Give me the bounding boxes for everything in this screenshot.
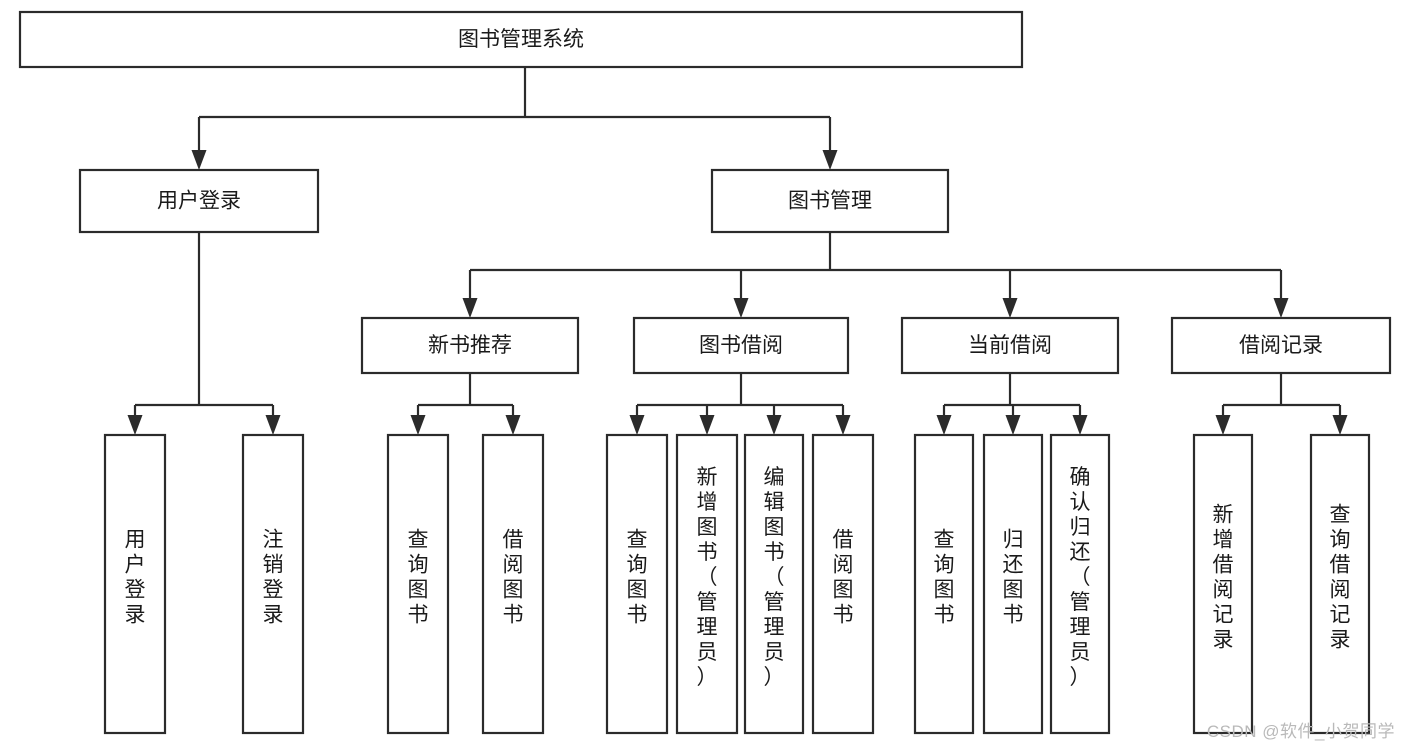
leaf-leaf-user-login[interactable]: 用户登录: [103, 433, 167, 735]
node-label: 新增借阅记录: [1213, 504, 1234, 652]
root-root[interactable]: 图书管理系统: [18, 10, 1024, 69]
node-box[interactable]: [1192, 433, 1254, 735]
leaf-leaf-confirm-return[interactable]: 确认归还（管理员）: [1049, 433, 1111, 735]
leaf-leaf-query-book-2[interactable]: 查询图书: [605, 433, 669, 735]
node-label: 查询借阅记录: [1330, 504, 1351, 652]
node-label: 借阅图书: [503, 529, 524, 627]
arrow-down-icon: [462, 298, 478, 318]
leaf-leaf-return-book[interactable]: 归还图书: [982, 433, 1044, 735]
node-layer: 图书管理系统用户登录图书管理新书推荐图书借阅当前借阅借阅记录用户登录注销登录查询…: [18, 10, 1392, 735]
node-label: 借阅记录: [1239, 334, 1323, 357]
node-box[interactable]: [481, 433, 545, 735]
arrow-down-icon: [265, 415, 281, 435]
level1-book-manage[interactable]: 图书管理: [710, 168, 950, 234]
leaf-leaf-borrow-book-2[interactable]: 借阅图书: [811, 433, 875, 735]
arrow-down-icon: [410, 415, 426, 435]
arrow-down-icon: [733, 298, 749, 318]
arrow-down-icon: [629, 415, 645, 435]
node-label: 新增图书（管理员）: [697, 466, 718, 689]
node-label: 查询图书: [934, 529, 955, 627]
node-label: 确认归还（管理员）: [1070, 466, 1091, 689]
arrow-down-icon: [1332, 415, 1348, 435]
node-label: 图书管理: [788, 190, 872, 213]
leaf-leaf-logout[interactable]: 注销登录: [241, 433, 305, 735]
connector-layer: [127, 67, 1348, 435]
level2-current-borrow[interactable]: 当前借阅: [900, 316, 1120, 375]
node-label: 当前借阅: [968, 334, 1052, 357]
node-box[interactable]: [1309, 433, 1371, 735]
node-box[interactable]: [743, 433, 805, 735]
node-label: 用户登录: [125, 529, 146, 627]
arrow-down-icon: [936, 415, 952, 435]
node-box[interactable]: [982, 433, 1044, 735]
node-box[interactable]: [18, 10, 1024, 69]
arrow-down-icon: [505, 415, 521, 435]
leaf-leaf-add-record[interactable]: 新增借阅记录: [1192, 433, 1254, 735]
arrow-down-icon: [1002, 298, 1018, 318]
arrow-down-icon: [191, 150, 207, 170]
node-box[interactable]: [103, 433, 167, 735]
node-label: 归还图书: [1003, 529, 1024, 627]
level2-new-book-rec[interactable]: 新书推荐: [360, 316, 580, 375]
node-label: 注销登录: [263, 529, 284, 627]
node-box[interactable]: [675, 433, 739, 735]
node-box[interactable]: [360, 316, 580, 375]
arrow-down-icon: [766, 415, 782, 435]
node-box[interactable]: [811, 433, 875, 735]
leaf-leaf-add-book[interactable]: 新增图书（管理员）: [675, 433, 739, 735]
level2-borrow-record[interactable]: 借阅记录: [1170, 316, 1392, 375]
node-box[interactable]: [605, 433, 669, 735]
arrow-down-icon: [127, 415, 143, 435]
node-box[interactable]: [1049, 433, 1111, 735]
node-label: 查询图书: [627, 529, 648, 627]
arrow-down-icon: [699, 415, 715, 435]
node-label: 查询图书: [408, 529, 429, 627]
arrow-down-icon: [1215, 415, 1231, 435]
arrow-down-icon: [1072, 415, 1088, 435]
node-label: 图书借阅: [699, 334, 783, 357]
node-box[interactable]: [241, 433, 305, 735]
leaf-leaf-query-record[interactable]: 查询借阅记录: [1309, 433, 1371, 735]
leaf-leaf-edit-book[interactable]: 编辑图书（管理员）: [743, 433, 805, 735]
node-box[interactable]: [913, 433, 975, 735]
arrow-down-icon: [822, 150, 838, 170]
leaf-leaf-borrow-book-1[interactable]: 借阅图书: [481, 433, 545, 735]
node-label: 用户登录: [157, 190, 241, 213]
leaf-leaf-query-book-1[interactable]: 查询图书: [386, 433, 450, 735]
node-box[interactable]: [386, 433, 450, 735]
node-box[interactable]: [632, 316, 850, 375]
node-label: 借阅图书: [833, 529, 854, 627]
node-box[interactable]: [1170, 316, 1392, 375]
node-box[interactable]: [900, 316, 1120, 375]
level2-book-borrow[interactable]: 图书借阅: [632, 316, 850, 375]
node-label: 新书推荐: [428, 334, 512, 357]
level1-user-login[interactable]: 用户登录: [78, 168, 320, 234]
csdn-watermark: CSDN @软件_小贺同学: [1206, 722, 1395, 741]
leaf-leaf-query-book-3[interactable]: 查询图书: [913, 433, 975, 735]
arrow-down-icon: [835, 415, 851, 435]
arrow-down-icon: [1273, 298, 1289, 318]
node-label: 编辑图书（管理员）: [764, 466, 785, 689]
node-label: 图书管理系统: [458, 28, 584, 51]
node-box[interactable]: [710, 168, 950, 234]
node-box[interactable]: [78, 168, 320, 234]
arrow-down-icon: [1005, 415, 1021, 435]
